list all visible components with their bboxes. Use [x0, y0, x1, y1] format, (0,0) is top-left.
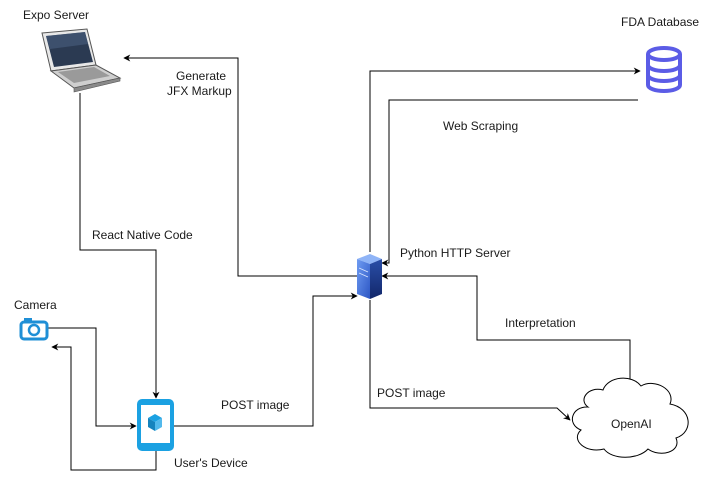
- edge-label-post-image-device: POST image: [221, 398, 290, 412]
- edge-generate-markup: [123, 54, 357, 277]
- edge-label-interpretation: Interpretation: [505, 316, 576, 330]
- node-label-openai: OpenAI: [611, 417, 652, 431]
- edge-web-scraping: [381, 99, 638, 267]
- edge-label-generate: Generate: [176, 69, 226, 83]
- node-fda-database: FDA Database: [621, 15, 699, 93]
- edge-label-post-image-openai: POST image: [377, 386, 446, 400]
- cloud-icon: [571, 377, 689, 458]
- edge-camera-to-device: [47, 327, 137, 430]
- node-camera: Camera: [14, 298, 57, 341]
- edge-react-native: [79, 93, 160, 399]
- camera-icon: [19, 318, 49, 341]
- server-icon: [357, 254, 382, 299]
- mobile-device-icon: [137, 399, 174, 451]
- node-expo-server: Expo Server: [23, 8, 122, 93]
- node-openai: OpenAI: [571, 377, 689, 458]
- laptop-icon: [41, 28, 122, 93]
- edge-query-fda: [369, 67, 641, 252]
- edge-post-image-device: [174, 292, 358, 427]
- node-label-python-server: Python HTTP Server: [400, 246, 510, 260]
- node-users-device: User's Device: [137, 399, 248, 470]
- edge-device-to-camera: [51, 343, 157, 471]
- node-label-fda-database: FDA Database: [621, 15, 699, 29]
- edge-label-react-native: React Native Code: [92, 228, 193, 242]
- edge-label-jfx-markup: JFX Markup: [167, 84, 232, 98]
- node-label-expo-server: Expo Server: [23, 8, 89, 22]
- node-label-camera: Camera: [14, 298, 57, 312]
- edge-post-image-openai: [369, 300, 571, 421]
- node-label-users-device: User's Device: [174, 456, 248, 470]
- edge-interpretation: [381, 272, 631, 383]
- edge-label-web-scraping: Web Scraping: [443, 119, 518, 133]
- node-python-server: Python HTTP Server: [357, 246, 510, 299]
- database-icon: [646, 46, 682, 93]
